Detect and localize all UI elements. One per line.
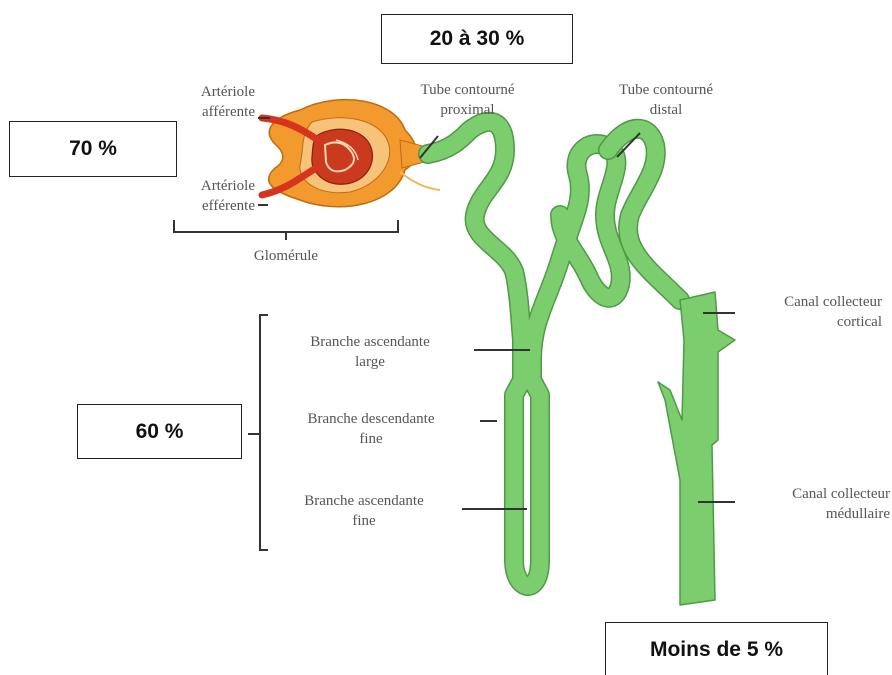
distal-tubule-label: Tube contourné distal [596,80,736,120]
duct-shape [658,292,735,605]
afferent-arteriole-label: Artériole afférente [150,82,255,122]
collecting-percentage-box: Moins de 5 % [605,622,828,675]
loop-bracket [248,315,268,550]
thin-ascending-limb-label: Branche ascendante fine [268,491,460,531]
glomerule-bracket [174,220,398,240]
proximal-percentage-box: 20 à 30 % [381,14,573,64]
collecting-duct [658,292,735,605]
loop-percentage-box: 60 % [77,404,242,459]
medullary-duct-label: Canal collecteur médullaire [730,484,890,524]
proximal-tubule-label: Tube contourné proximal [385,80,550,120]
thick-ascending-limb-label: Branche ascendante large [270,332,470,372]
glomerulus-percentage-box: 70 % [9,121,177,177]
capillary-tuft [312,129,373,184]
cortical-duct-label: Canal collecteur cortical [730,292,882,332]
glomerule-label: Glomérule [226,246,346,266]
efferent-arteriole-label: Artériole efférente [150,176,255,216]
thin-descending-limb-label: Branche descendante fine [266,409,476,449]
